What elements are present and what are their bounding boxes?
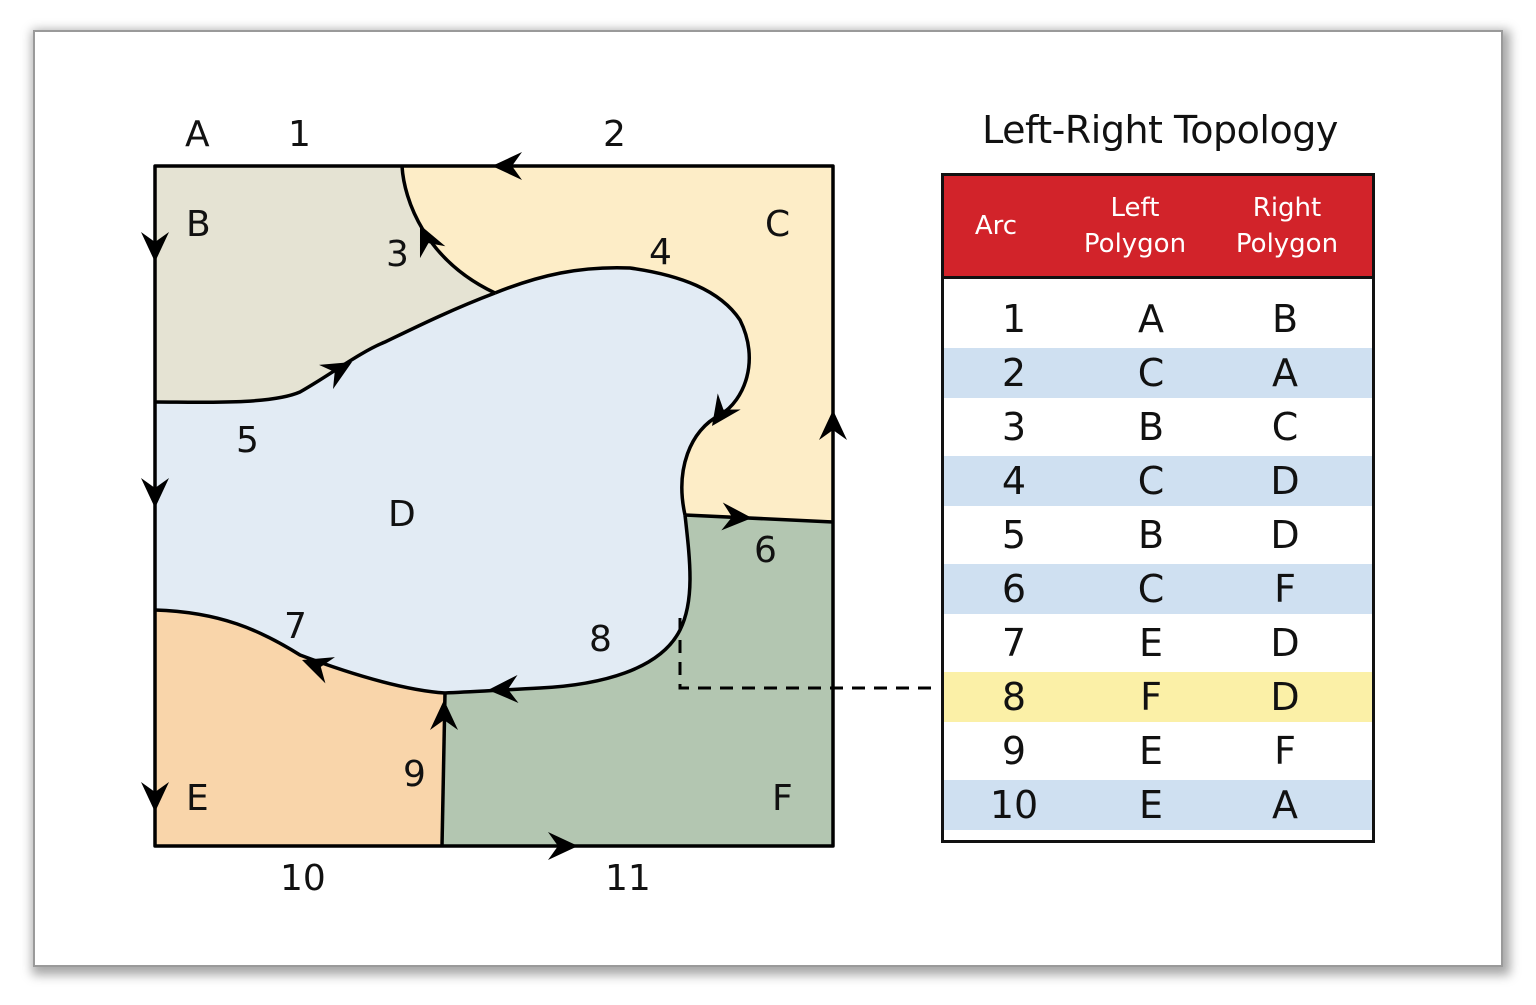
table-title: Left-Right Topology: [982, 108, 1338, 152]
cell-arc: 9: [1001, 729, 1027, 773]
table-row: 9 E F: [944, 726, 1372, 776]
cell-left: A: [1138, 297, 1164, 341]
arc-label-3: 3: [386, 234, 409, 275]
polygon-label-a: A: [185, 114, 210, 155]
polygon-f: [442, 515, 833, 846]
cell-left: B: [1137, 513, 1165, 557]
cell-right: C: [1271, 405, 1299, 449]
cell-arc: 8: [1001, 675, 1027, 719]
cell-arc: 6: [1001, 567, 1027, 611]
arc-8-leader-line: [678, 618, 940, 690]
polygon-label-d: D: [388, 494, 416, 535]
polygon-d: [155, 267, 750, 693]
cell-right: D: [1270, 621, 1300, 665]
arc-7-line: [154, 608, 446, 695]
cell-arc: 2: [1001, 351, 1027, 395]
cell-left: E: [1138, 783, 1163, 827]
arc-label-1: 1: [288, 114, 311, 155]
polygon-e: [155, 610, 445, 846]
cell-arc: 10: [989, 783, 1039, 827]
table-row: 3 B C: [944, 402, 1372, 452]
table-row: 6 C F: [944, 564, 1372, 614]
cell-right: D: [1270, 513, 1300, 557]
cell-right: F: [1274, 567, 1296, 611]
cell-right: D: [1270, 675, 1300, 719]
header-arc: Arc: [974, 211, 1018, 241]
cell-left: E: [1138, 729, 1163, 773]
table-row: 5 B D: [944, 510, 1372, 560]
arc-label-4: 4: [649, 232, 672, 273]
cell-right: A: [1272, 351, 1298, 395]
table-row: 10 E A: [944, 780, 1372, 830]
table-row: 7 E D: [944, 618, 1372, 668]
arc-label-11: 11: [605, 858, 651, 899]
arc-6-line: [684, 513, 834, 524]
cell-right: A: [1272, 783, 1298, 827]
arc-4-line: [494, 265, 751, 516]
polygon-c: [402, 166, 833, 522]
arc-label-9: 9: [403, 754, 426, 795]
cell-arc: 4: [1001, 459, 1027, 503]
polygon-label-e: E: [186, 778, 209, 819]
arc-label-8: 8: [589, 619, 612, 660]
cell-arc: 3: [1001, 405, 1027, 449]
cell-arc: 1: [1001, 297, 1027, 341]
cell-right: B: [1271, 297, 1299, 341]
cell-left: F: [1140, 675, 1162, 719]
cell-left: C: [1137, 351, 1165, 395]
cell-right: F: [1274, 729, 1296, 773]
arc-label-5: 5: [236, 420, 259, 461]
arc-label-7: 7: [284, 606, 307, 647]
cell-left: C: [1137, 567, 1165, 611]
table-row: 1 A B: [944, 294, 1372, 344]
polygon-b: [155, 166, 495, 403]
cell-arc: 7: [1001, 621, 1027, 665]
polygon-label-c: C: [765, 204, 790, 245]
arc-label-2: 2: [603, 114, 626, 155]
arc-label-10: 10: [280, 858, 326, 899]
polygon-label-f: F: [772, 778, 793, 819]
polygon-label-b: B: [186, 204, 211, 245]
cell-left: B: [1137, 405, 1165, 449]
cell-left: E: [1138, 621, 1163, 665]
cell-arc: 5: [1001, 513, 1027, 557]
cell-right: D: [1270, 459, 1300, 503]
arc-label-6: 6: [754, 530, 777, 571]
cell-left: C: [1137, 459, 1165, 503]
table-row: 4 C D: [944, 456, 1372, 506]
table-row: 2 C A: [944, 348, 1372, 398]
table-row-highlighted: 8 F D: [944, 672, 1372, 722]
